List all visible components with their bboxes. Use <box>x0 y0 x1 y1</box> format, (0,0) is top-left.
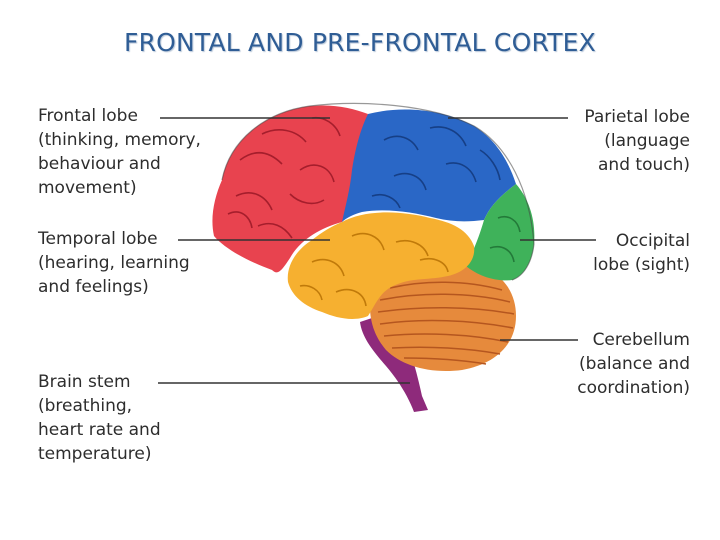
temporal-lobe-region <box>287 212 475 319</box>
label-line: (balance and <box>579 354 690 374</box>
label-line: Parietal lobe <box>584 107 690 127</box>
parietal-lobe-label: Parietal lobe (language and touch) <box>584 105 690 177</box>
label-line: Frontal lobe <box>38 106 138 126</box>
label-line: Cerebellum <box>592 330 690 350</box>
label-line: coordination) <box>577 378 690 398</box>
label-line: Brain stem <box>38 372 131 392</box>
label-line: (language <box>604 131 690 151</box>
label-line: and feelings) <box>38 277 149 297</box>
cerebellum-region <box>369 263 516 372</box>
label-line: behaviour and <box>38 154 161 174</box>
parietal-lobe-region <box>342 109 516 222</box>
label-line: Occipital <box>615 231 690 251</box>
label-line: (breathing, <box>38 396 133 416</box>
label-line: heart rate and <box>38 420 161 440</box>
label-line: (hearing, learning <box>38 253 190 273</box>
label-line: (thinking, memory, <box>38 130 201 150</box>
occipital-lobe-region <box>466 184 535 281</box>
brain-stem-label: Brain stem (breathing, heart rate and te… <box>38 370 161 466</box>
page-title: FRONTAL AND PRE-FRONTAL CORTEX <box>123 28 596 57</box>
frontal-lobe-region <box>212 105 368 273</box>
label-line: and touch) <box>598 155 690 175</box>
label-line: Temporal lobe <box>38 229 158 249</box>
brain-stem-region <box>360 318 428 412</box>
label-line: movement) <box>38 178 137 198</box>
label-line: temperature) <box>38 444 152 464</box>
cerebellum-label: Cerebellum (balance and coordination) <box>577 328 690 400</box>
temporal-lobe-label: Temporal lobe (hearing, learning and fee… <box>38 227 190 299</box>
label-line: lobe (sight) <box>593 255 690 275</box>
occipital-lobe-label: Occipital lobe (sight) <box>593 229 690 277</box>
frontal-lobe-label: Frontal lobe (thinking, memory, behaviou… <box>38 104 201 200</box>
